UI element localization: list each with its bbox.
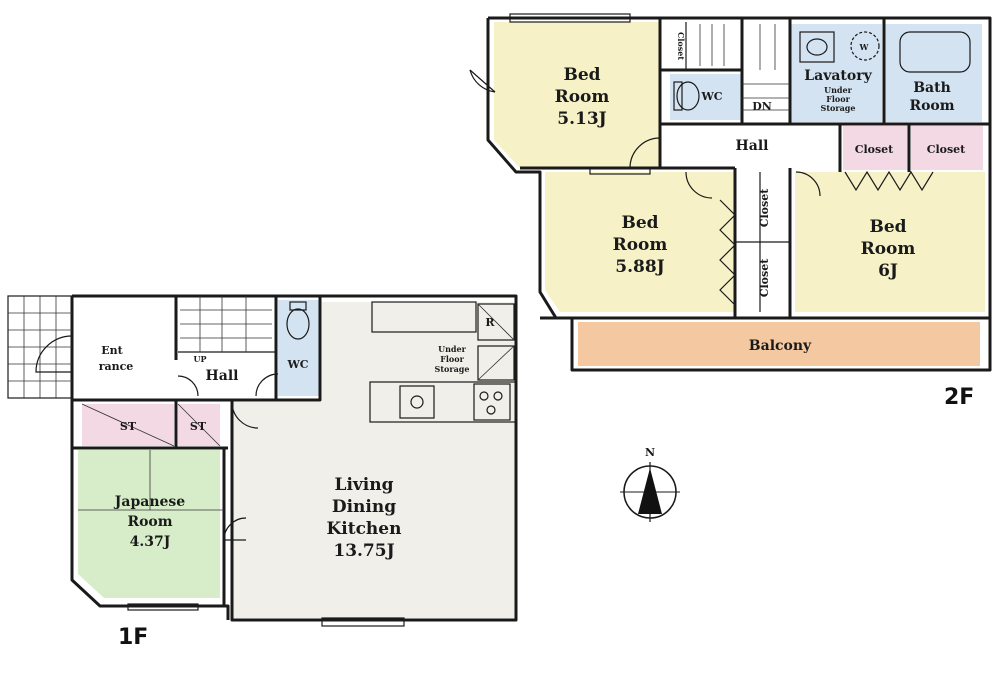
bed3-area: 6J xyxy=(878,261,898,281)
bedroom-5-88-fill xyxy=(545,172,735,312)
floor-1f-tag: 1F xyxy=(118,625,148,650)
stairs-2f xyxy=(699,24,790,111)
w-label: W xyxy=(859,42,870,52)
bedroom-5-13-fill xyxy=(494,22,660,168)
wc1-fill xyxy=(278,300,320,396)
second-floor: Bed Room 5.13J Bed Room 5.88J Bed Room 6… xyxy=(469,13,992,410)
floor-2f-tag: 2F xyxy=(944,385,974,410)
japanese-line2: Room xyxy=(127,514,172,530)
bedroom-6-fill xyxy=(795,172,985,312)
bath-line2: Room xyxy=(909,98,954,114)
ldk-fill xyxy=(232,302,516,618)
closet-b-label: Closet xyxy=(927,143,966,156)
storage-line3: Storage xyxy=(435,364,470,374)
st1-label: ST xyxy=(120,420,137,433)
lavatory-label: Lavatory xyxy=(804,68,872,84)
japanese-line1: Japanese xyxy=(113,494,186,510)
bed3-line2: Room xyxy=(861,239,916,259)
bed1-line1: Bed xyxy=(563,65,600,85)
lav-storage-1: Under xyxy=(824,85,852,95)
lav-storage-3: Storage xyxy=(821,103,856,113)
closet-v1-label: Closet xyxy=(758,188,771,227)
storage-line1: Under xyxy=(438,344,466,354)
japanese-area: 4.37J xyxy=(130,534,171,550)
compass: N xyxy=(620,446,680,522)
storage-line2: Floor xyxy=(440,354,464,364)
entrance-line1: Ent xyxy=(101,344,123,357)
dn-label: DN xyxy=(752,100,772,113)
bed2-line2: Room xyxy=(613,235,668,255)
bed2-area: 5.88J xyxy=(615,257,664,277)
hall-2f-label: Hall xyxy=(736,138,769,154)
bed1-area: 5.13J xyxy=(557,109,606,129)
wc-2f-label: WC xyxy=(700,90,722,103)
ldk-line1: Living xyxy=(335,475,394,495)
compass-needle-icon xyxy=(638,468,662,514)
first-floor: Ent rance UP Hall WC ST ST Japanese Room… xyxy=(7,294,518,650)
japanese-room-fill xyxy=(78,450,220,598)
closet-b-fill xyxy=(911,126,983,170)
refrigerator-label: R xyxy=(485,316,495,329)
bed1-line2: Room xyxy=(555,87,610,107)
closet-a-label: Closet xyxy=(855,143,894,156)
up-label: UP xyxy=(194,354,207,364)
stairs-1f xyxy=(180,296,272,352)
compass-north-label: N xyxy=(645,446,655,459)
lav-storage-2: Floor xyxy=(826,94,850,104)
bed3-line1: Bed xyxy=(869,217,906,237)
balcony-fill xyxy=(578,322,980,366)
lavatory-fill xyxy=(790,24,882,122)
hall-1f-label: Hall xyxy=(206,368,239,384)
wc-1f-label: WC xyxy=(286,358,308,371)
ldk-line3: Kitchen xyxy=(327,519,402,539)
entrance-tiles xyxy=(7,295,73,399)
ldk-area: 13.75J xyxy=(333,541,394,561)
closet-a-fill xyxy=(843,126,909,170)
bed2-line1: Bed xyxy=(621,213,658,233)
entrance-line2: rance xyxy=(99,360,134,373)
ldk-line2: Dining xyxy=(332,497,396,517)
st2-label: ST xyxy=(190,420,207,433)
bath-line1: Bath xyxy=(913,80,951,96)
closet-top-label: Closet xyxy=(676,32,686,60)
closet-v2-label: Closet xyxy=(758,258,771,297)
balcony-label: Balcony xyxy=(749,338,812,354)
